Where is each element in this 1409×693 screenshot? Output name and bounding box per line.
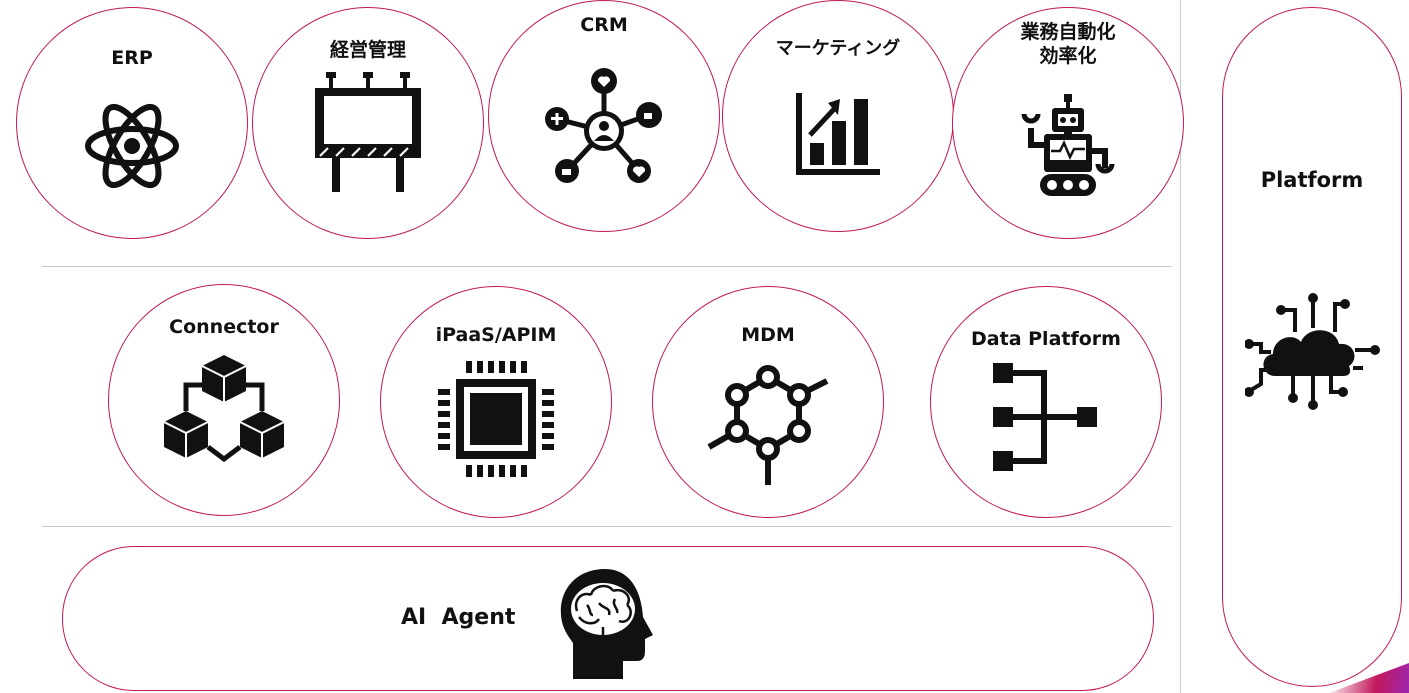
node-management: 経営管理 — [252, 7, 484, 239]
node-label: Connector — [169, 316, 279, 338]
node-label: iPaaS/APIM — [435, 324, 557, 346]
node-connector: Connector — [108, 284, 340, 516]
divider-bottom — [42, 526, 1172, 527]
node-automation: 業務自動化 効率化 — [952, 7, 1184, 239]
node-label: Data Platform — [971, 328, 1121, 350]
atom-icon — [85, 103, 179, 189]
node-label: 業務自動化 効率化 — [1020, 21, 1116, 67]
divider-vertical — [1180, 0, 1181, 693]
node-ipaas: iPaaS/APIM — [380, 286, 612, 518]
node-label: マーケティング — [775, 38, 901, 59]
node-label: 経営管理 — [329, 39, 406, 61]
connected-cubes-icon — [164, 355, 284, 463]
social-network-icon — [545, 68, 662, 183]
divider-top — [42, 266, 1172, 267]
node-label: ERP — [111, 47, 153, 69]
node-data-platform: Data Platform — [930, 286, 1162, 518]
robot-icon — [1021, 94, 1115, 196]
ai-agent-label: AI Agent — [401, 605, 516, 630]
node-mdm: MDM — [652, 286, 884, 518]
ai-agent-bar: AI Agent — [62, 546, 1154, 691]
platform-label: Platform — [1260, 168, 1364, 192]
platform-bar: Platform — [1222, 7, 1402, 687]
chip-icon — [438, 361, 554, 477]
brain-head-icon — [560, 569, 653, 679]
node-crm: CRM — [488, 0, 720, 232]
hexagon-network-icon — [707, 365, 829, 485]
billboard-icon — [315, 72, 421, 192]
node-marketing: マーケティング — [722, 0, 954, 232]
hierarchy-icon — [993, 363, 1097, 471]
node-label: MDM — [741, 324, 795, 346]
node-erp: ERP — [16, 7, 248, 239]
growth-chart-icon — [796, 93, 880, 175]
node-label: CRM — [580, 14, 628, 36]
cloud-network-icon — [1245, 293, 1380, 410]
